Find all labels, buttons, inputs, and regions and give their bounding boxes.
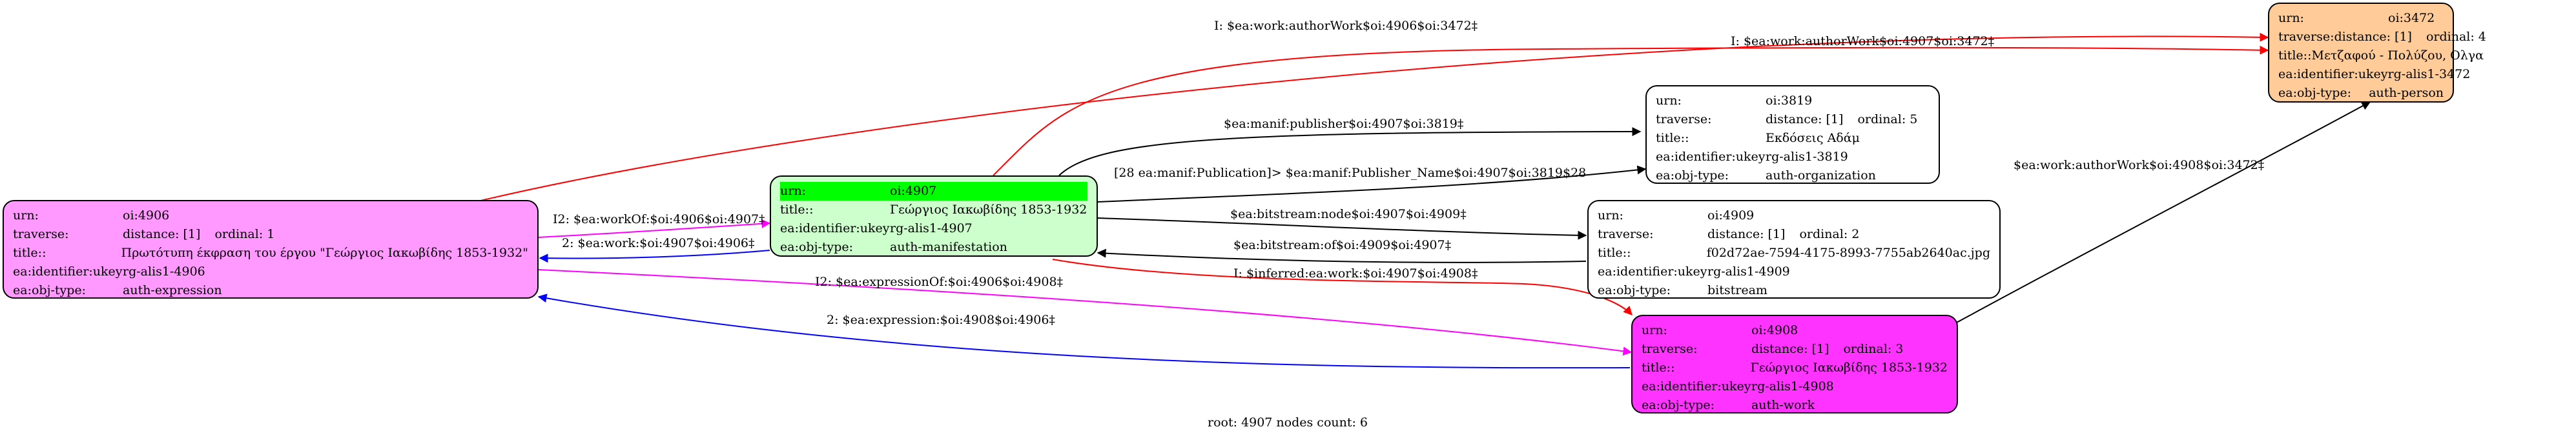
edge-authorwork-4908-3472 xyxy=(1956,101,2371,323)
edge-label-bitstream-of-4909-4907: $ea:bitstream:of$oi:4909$oi:4907‡ xyxy=(1233,238,1451,252)
node-row-obj-type: ea:obj-type:auth-expression xyxy=(13,283,222,297)
edge-label-bitstream-node-4907-4909: $ea:bitstream:node$oi:4907$oi:4909‡ xyxy=(1230,207,1467,221)
edge-authorwork-4906-3472 xyxy=(477,32,2269,202)
node-row-title: title::Εκδόσεις Αδάμ xyxy=(1656,131,1860,145)
node-row-title: title::Γεώργιος Ιακωβίδης 1853-1932 xyxy=(1642,361,1948,375)
node-row-urn: urn:oi:4909 xyxy=(1598,208,1755,223)
node-row-obj-type: ea:obj-type:auth-manifestation xyxy=(780,240,1007,254)
node-oi-4906[interactable]: urn:oi:4906 traverse:distance: [1]ordina… xyxy=(3,200,539,299)
edge-label-expressionof-4906-4908: I2: $ea:expressionOf:$oi:4906$oi:4908‡ xyxy=(815,275,1063,289)
node-row-urn: urn:oi:3472 xyxy=(2278,11,2435,25)
node-row-obj-type: ea:obj-type:auth-organization xyxy=(1656,168,1876,183)
edge-bitstream-node-4907-4909 xyxy=(1096,217,1587,240)
edge-label-authorwork-4907-3472: I: $ea:work:authorWork$oi:4907$oi:3472‡ xyxy=(1731,34,1994,48)
node-oi-4908[interactable]: urn:oi:4908 traverse:distance: [1]ordina… xyxy=(1631,315,1958,413)
node-row-traverse: traverse:distance: [1]ordinal: 2 xyxy=(1598,227,1860,241)
edge-label-work-4907-4906: 2: $ea:work:$oi:4907$oi:4906‡ xyxy=(562,236,755,250)
edge-label-workof-4906-4907: I2: $ea:workOf:$oi:4906$oi:4907‡ xyxy=(553,212,765,226)
edge-authorwork-4907-3472 xyxy=(993,45,2269,176)
node-oi-4909[interactable]: urn:oi:4909 traverse:distance: [1]ordina… xyxy=(1587,200,2001,299)
node-row-urn: urn:oi:3819 xyxy=(1656,94,1813,108)
node-row-urn: urn:oi:4908 xyxy=(1642,323,1798,337)
node-row-traverse: traverse:distance: [1]ordinal: 4 xyxy=(2278,30,2486,44)
node-oi-4907[interactable]: urn:oi:4907 title::Γεώργιος Ιακωβίδης 18… xyxy=(770,175,1098,257)
node-oi-3472[interactable]: urn:oi:3472 traverse:distance: [1]ordina… xyxy=(2268,3,2486,103)
edge-label-publisher-4907-3819: $ea:manif:publisher$oi:4907$oi:3819‡ xyxy=(1224,117,1463,131)
node-oi-3819[interactable]: urn:oi:3819 traverse:distance: [1]ordina… xyxy=(1645,85,1940,184)
node-row-title: title::f02d72ae-7594-4175-8993-7755ab264… xyxy=(1598,246,1990,260)
edge-publication-4907-3819 xyxy=(1096,165,1647,203)
node-row-traverse: traverse:distance: [1]ordinal: 5 xyxy=(1656,112,1918,126)
edge-label-authorwork-4906-3472: I: $ea:work:authorWork$oi:4906$oi:3472‡ xyxy=(1214,19,1478,33)
node-row-title: title::Μετζαφού - Πολύζου, Ολγα xyxy=(2278,48,2484,63)
edge-label-inferred-4907-4908: I: $inferred:ea:work:$oi:4907$oi:4908‡ xyxy=(1233,266,1478,281)
edge-workof-4906-4907 xyxy=(537,219,771,238)
node-row-title: title::Γεώργιος Ιακωβίδης 1853-1932 xyxy=(780,203,1087,217)
node-row-obj-type: ea:obj-type:bitstream xyxy=(1598,283,1767,297)
graph-footer-caption: root: 4907 nodes count: 6 xyxy=(1208,415,1368,430)
edge-label-authorwork-4908-3472: $ea:work:authorWork$oi:4908$oi:3472‡ xyxy=(2014,158,2264,172)
edge-publisher-4907-3819 xyxy=(1058,127,1642,176)
edge-label-publication-4907-3819: [28 ea:manif:Publication]> $ea:manif:Pub… xyxy=(1114,166,1586,180)
edge-work-4907-4906 xyxy=(539,250,770,263)
node-header-row: urn:oi:4907 xyxy=(780,182,1087,201)
edge-label-expression-4908-4906: 2: $ea:expression:$oi:4908$oi:4906‡ xyxy=(827,313,1055,327)
node-row-urn: urn:oi:4906 xyxy=(13,208,170,223)
edge-bitstream-of-4909-4907 xyxy=(1097,248,1587,263)
edge-expressionof-4906-4908 xyxy=(537,269,1633,356)
node-row-traverse: traverse:distance: [1]ordinal: 3 xyxy=(1642,342,1904,356)
node-row-obj-type: ea:obj-type:auth-work xyxy=(1642,398,1815,412)
node-row-obj-type: ea:obj-type:auth-person xyxy=(2278,86,2444,100)
edge-expression-4908-4906 xyxy=(537,294,1631,369)
node-row-traverse: traverse:distance: [1]ordinal: 1 xyxy=(13,227,275,241)
node-row-title: title::Πρωτότυπη έκφραση του έργου "Γεώρ… xyxy=(13,246,528,260)
